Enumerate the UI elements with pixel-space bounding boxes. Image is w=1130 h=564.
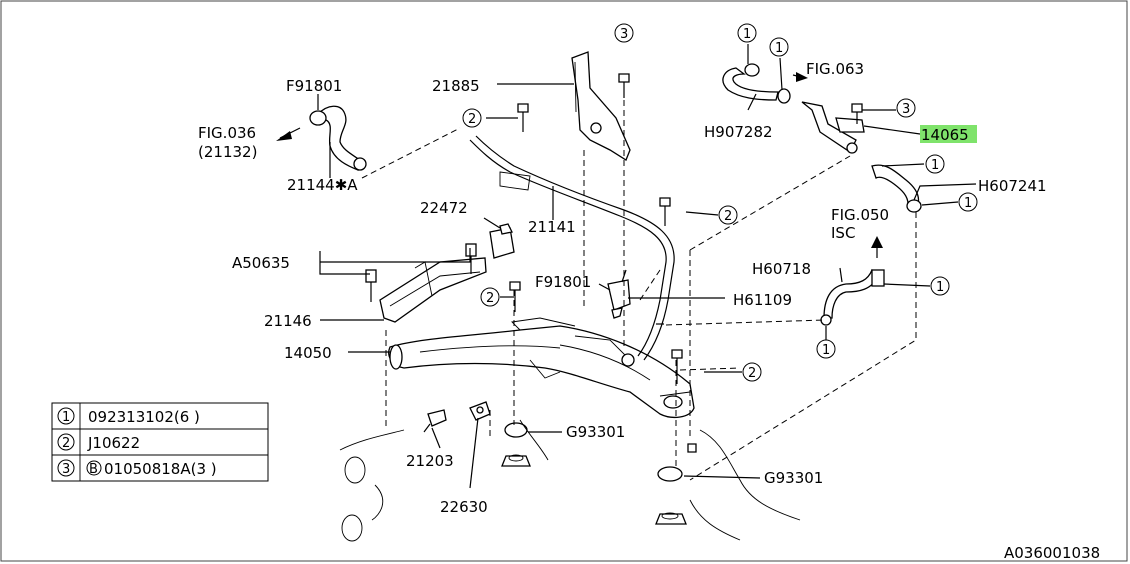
hose-21144a — [309, 105, 367, 171]
callout-1: 1 — [936, 280, 944, 295]
hose-h907282 — [722, 63, 791, 104]
bolts — [509, 73, 863, 453]
fuel-pipe-21141 — [469, 135, 675, 367]
legend-table: 1 092313102(6 ) 2 J10622 3 B 01050818A(3… — [51, 402, 269, 482]
label-h61109: H61109 — [733, 291, 792, 309]
callout-2: 2 — [748, 366, 756, 381]
intake-manifold-14050 — [388, 317, 695, 419]
bracket-21885 — [571, 51, 631, 161]
label-21132: (21132) — [198, 143, 257, 161]
legend-text-3: 01050818A(3 ) — [104, 460, 217, 478]
legend-num-3: 3 — [62, 462, 70, 477]
dashed-reference-lines — [361, 90, 917, 481]
label-f91801-top: F91801 — [286, 77, 342, 95]
label-21144a: 21144✱A — [287, 176, 358, 194]
leader-lines — [276, 44, 977, 489]
callout-2: 2 — [468, 112, 476, 127]
label-isc: ISC — [831, 224, 855, 242]
legend-num-1: 1 — [62, 410, 70, 425]
callout-1: 1 — [822, 343, 830, 358]
sensor-22630 — [469, 401, 491, 421]
label-21885: 21885 — [432, 77, 480, 95]
label-fig063: FIG.063 — [806, 60, 864, 78]
label-21203: 21203 — [406, 452, 454, 470]
label-a50635: A50635 — [232, 254, 290, 272]
label-21141: 21141 — [528, 218, 576, 236]
bracket-21146 — [365, 243, 487, 323]
callout-2: 2 — [724, 209, 732, 224]
legend-text-2: J10622 — [87, 434, 140, 452]
legend-text-1: 092313102(6 ) — [88, 408, 200, 426]
callout-2: 2 — [486, 291, 494, 306]
label-h607241: H607241 — [978, 177, 1047, 195]
callouts: 3 2 1 1 3 1 1 2 2 1 1 2 — [462, 23, 978, 382]
callout-1: 1 — [775, 41, 783, 56]
label-22630: 22630 — [440, 498, 488, 516]
gasket-g93301-a — [501, 422, 531, 467]
callout-1: 1 — [931, 158, 939, 173]
label-14050: 14050 — [284, 344, 332, 362]
label-22472: 22472 — [420, 199, 468, 217]
callout-1: 1 — [964, 196, 972, 211]
part-labels: F91801 FIG.036 (21132) 21144✱A 21885 224… — [198, 60, 1100, 562]
label-g93301-a: G93301 — [566, 423, 625, 441]
sensor-22472 — [489, 223, 515, 259]
engine-outline — [339, 419, 801, 542]
legend-num-2: 2 — [62, 436, 70, 451]
legend-prefix-3: B — [89, 462, 98, 477]
callout-3: 3 — [902, 102, 910, 117]
hose-h60718 — [820, 268, 885, 326]
label-h907282: H907282 — [704, 123, 773, 141]
label-h60718: H60718 — [752, 260, 811, 278]
label-fig050: FIG.050 — [831, 206, 889, 224]
callout-3: 3 — [620, 27, 628, 42]
label-g93301-b: G93301 — [764, 469, 823, 487]
callout-1: 1 — [743, 27, 751, 42]
sensor-21203 — [423, 409, 447, 433]
label-fig036: FIG.036 — [198, 124, 256, 142]
label-f91801-mid: F91801 — [535, 273, 591, 291]
label-14065: 14065 — [921, 126, 969, 144]
label-21146: 21146 — [264, 312, 312, 330]
injector-f91801 — [607, 269, 631, 319]
gasket-g93301-b — [655, 466, 687, 525]
label-diagram-id: A036001038 — [1004, 544, 1100, 562]
highlight-14065 — [920, 125, 977, 143]
hose-h607241 — [871, 164, 922, 213]
